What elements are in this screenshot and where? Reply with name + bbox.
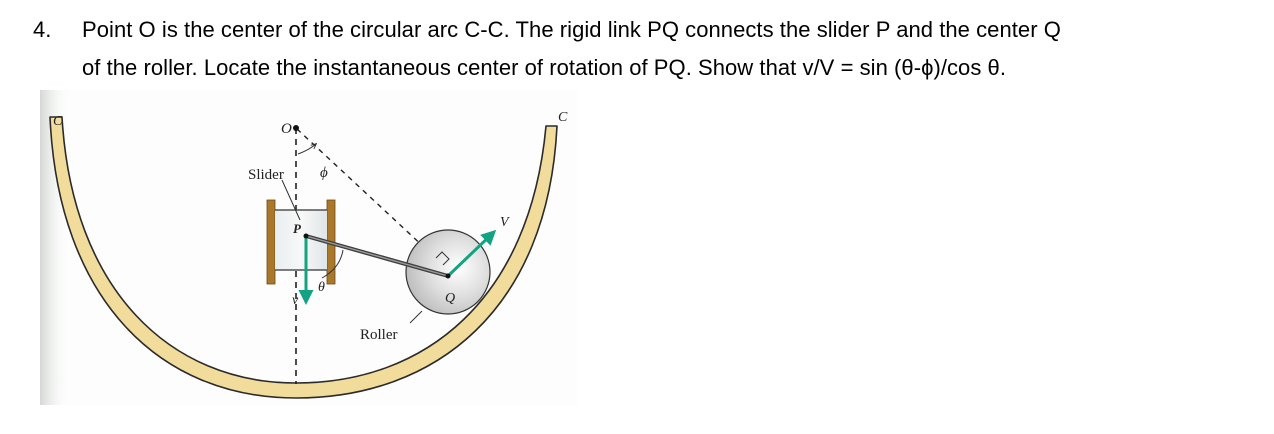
circular-arc-track (49, 116, 558, 399)
label-o: O (281, 121, 292, 137)
roller-velocity-arrow (446, 229, 497, 278)
label-v-large: V (500, 215, 510, 230)
label-phi: ϕ (320, 165, 328, 181)
radial-dashed-line (296, 128, 441, 263)
point-p (303, 233, 309, 239)
right-angle-marker (435, 251, 450, 266)
theta-angle-arc (321, 249, 344, 279)
roller (405, 229, 491, 315)
phi-angle-arc (297, 144, 316, 155)
label-v-small: v (292, 293, 299, 308)
roller-leader-line (409, 310, 423, 324)
point-q (445, 273, 451, 279)
label-c-left: C (53, 114, 63, 129)
label-slider: Slider (248, 167, 284, 183)
label-q: Q (445, 291, 455, 306)
mechanism-figure: C C O Slider ϕ P θ v V Q Roller (40, 90, 577, 405)
slider-rail-left (266, 199, 276, 285)
label-c-right: C (558, 110, 568, 125)
point-o (293, 125, 299, 131)
label-roller: Roller (360, 327, 398, 343)
slider-assembly (266, 199, 336, 285)
problem-text-line-1: Point O is the center of the circular ar… (82, 17, 1061, 42)
problem-number: 4. (33, 17, 52, 42)
label-theta: θ (318, 280, 325, 295)
label-p: P (293, 221, 302, 236)
slider-leader-line (281, 179, 301, 221)
problem-text-line-2: of the roller. Locate the instantaneous … (82, 55, 1007, 80)
